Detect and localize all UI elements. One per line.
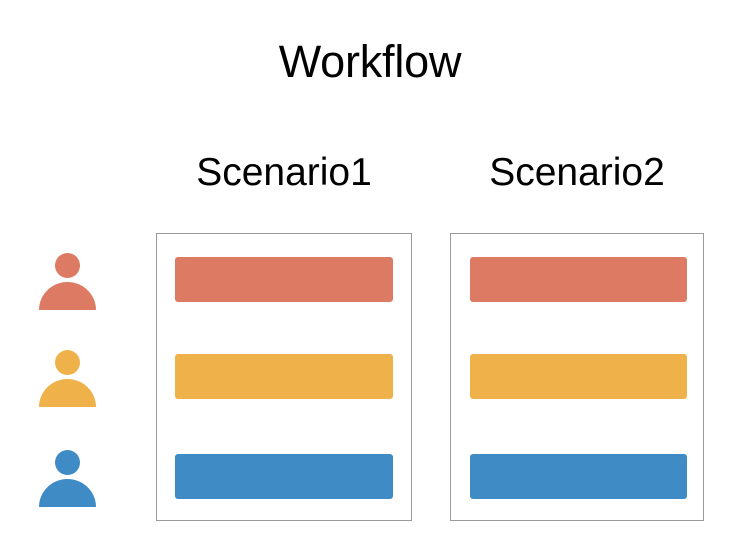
task-bar [470, 257, 687, 302]
person-body-icon [39, 379, 96, 407]
task-bar [470, 354, 687, 399]
scenario-box-scenario1 [156, 233, 412, 521]
person-head-icon [55, 253, 80, 278]
scenario-box-scenario2 [450, 233, 704, 521]
column-header-scenario1: Scenario1 [196, 151, 372, 194]
person-body-icon [39, 479, 96, 507]
person-icon [39, 350, 96, 407]
person-head-icon [55, 350, 80, 375]
task-bar [175, 454, 393, 499]
person-body-icon [39, 282, 96, 310]
task-bar [470, 454, 687, 499]
diagram-title: Workflow [278, 36, 462, 87]
person-icon [39, 450, 96, 507]
column-header-scenario2: Scenario2 [489, 151, 665, 194]
actor-column [0, 233, 140, 521]
person-icon [39, 253, 96, 310]
task-bar [175, 257, 393, 302]
person-head-icon [55, 450, 80, 475]
task-bar [175, 354, 393, 399]
